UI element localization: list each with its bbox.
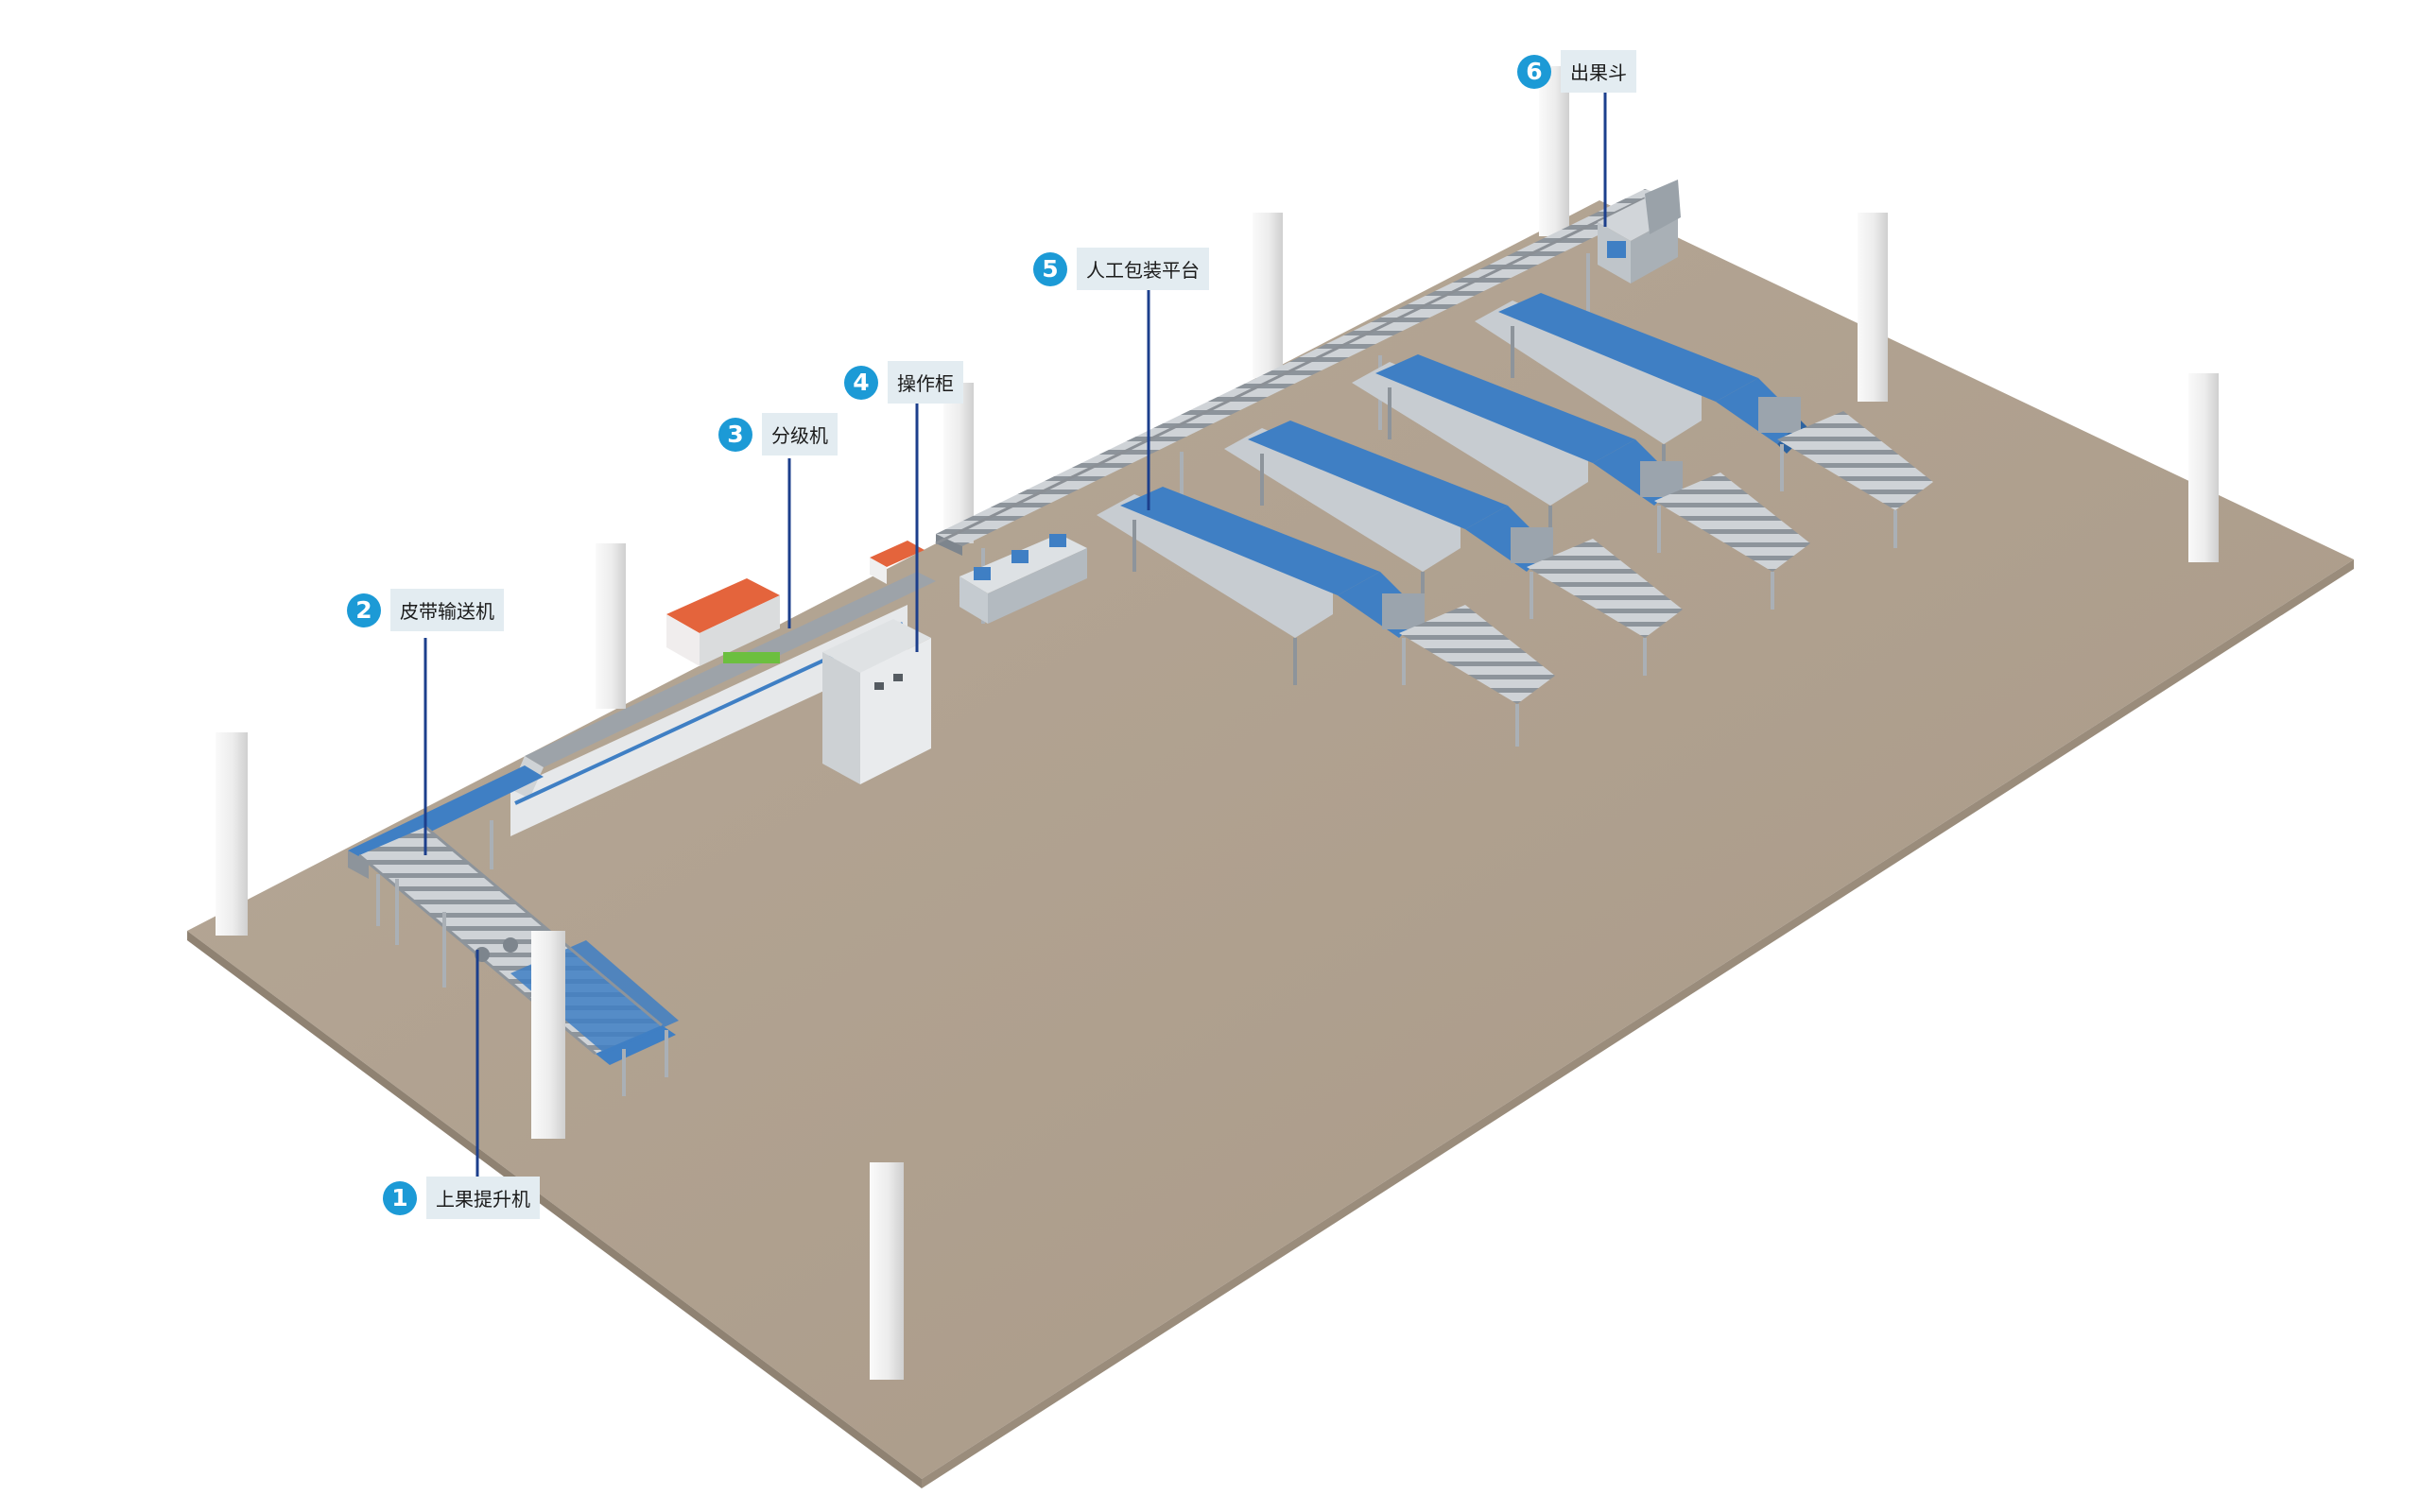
- factory-floor: [187, 200, 2354, 1488]
- callout-label-packing-platform: 人工包装平台: [1077, 248, 1209, 290]
- pillar-back-3: [943, 383, 974, 543]
- fruit-outlet-hopper: [1598, 180, 1681, 284]
- callout-outlet-hopper: 6 出果斗: [1517, 50, 1636, 93]
- callout-label-belt-conveyor: 皮带输送机: [390, 589, 504, 631]
- pillar-front-2: [870, 1162, 904, 1380]
- pillar-back-1: [1539, 66, 1569, 236]
- pillar-back-4: [596, 543, 626, 709]
- grader-machine: [510, 541, 936, 836]
- callout-label-feeding-elevator: 上果提升机: [426, 1177, 540, 1219]
- callout-operation-cabinet: 4 操作柜: [844, 361, 963, 404]
- callout-number-4: 4: [844, 365, 878, 400]
- pillar-back-2: [1253, 213, 1283, 378]
- pillar-right-1: [1858, 213, 1888, 402]
- callout-number-2: 2: [347, 593, 381, 627]
- callout-number-1: 1: [383, 1180, 417, 1215]
- callout-number-6: 6: [1517, 54, 1551, 89]
- pillar-front-1: [531, 931, 565, 1139]
- leader-lines: [424, 82, 1607, 1195]
- callout-feeding-elevator: 1 上果提升机: [383, 1177, 540, 1219]
- callout-number-5: 5: [1033, 251, 1067, 286]
- callout-grader: 3 分级机: [718, 413, 838, 455]
- callout-label-outlet-hopper: 出果斗: [1561, 50, 1636, 93]
- packing-platform-3: [1352, 354, 1810, 610]
- packing-platform-2: [1224, 421, 1683, 676]
- packing-platform-4: [1475, 293, 1933, 548]
- operation-cabinet: [822, 619, 931, 784]
- fruit-crates: [959, 534, 1087, 624]
- pillar-left-1: [216, 732, 248, 936]
- callout-label-operation-cabinet: 操作柜: [888, 361, 963, 404]
- belt-conveyor: [348, 765, 544, 926]
- callout-number-3: 3: [718, 417, 752, 452]
- callout-packing-platform: 5 人工包装平台: [1033, 248, 1209, 290]
- pillar-right-2: [2188, 373, 2219, 562]
- callout-belt-conveyor: 2 皮带输送机: [347, 589, 504, 631]
- packing-platform-1: [1097, 487, 1555, 747]
- callout-label-grader: 分级机: [762, 413, 838, 455]
